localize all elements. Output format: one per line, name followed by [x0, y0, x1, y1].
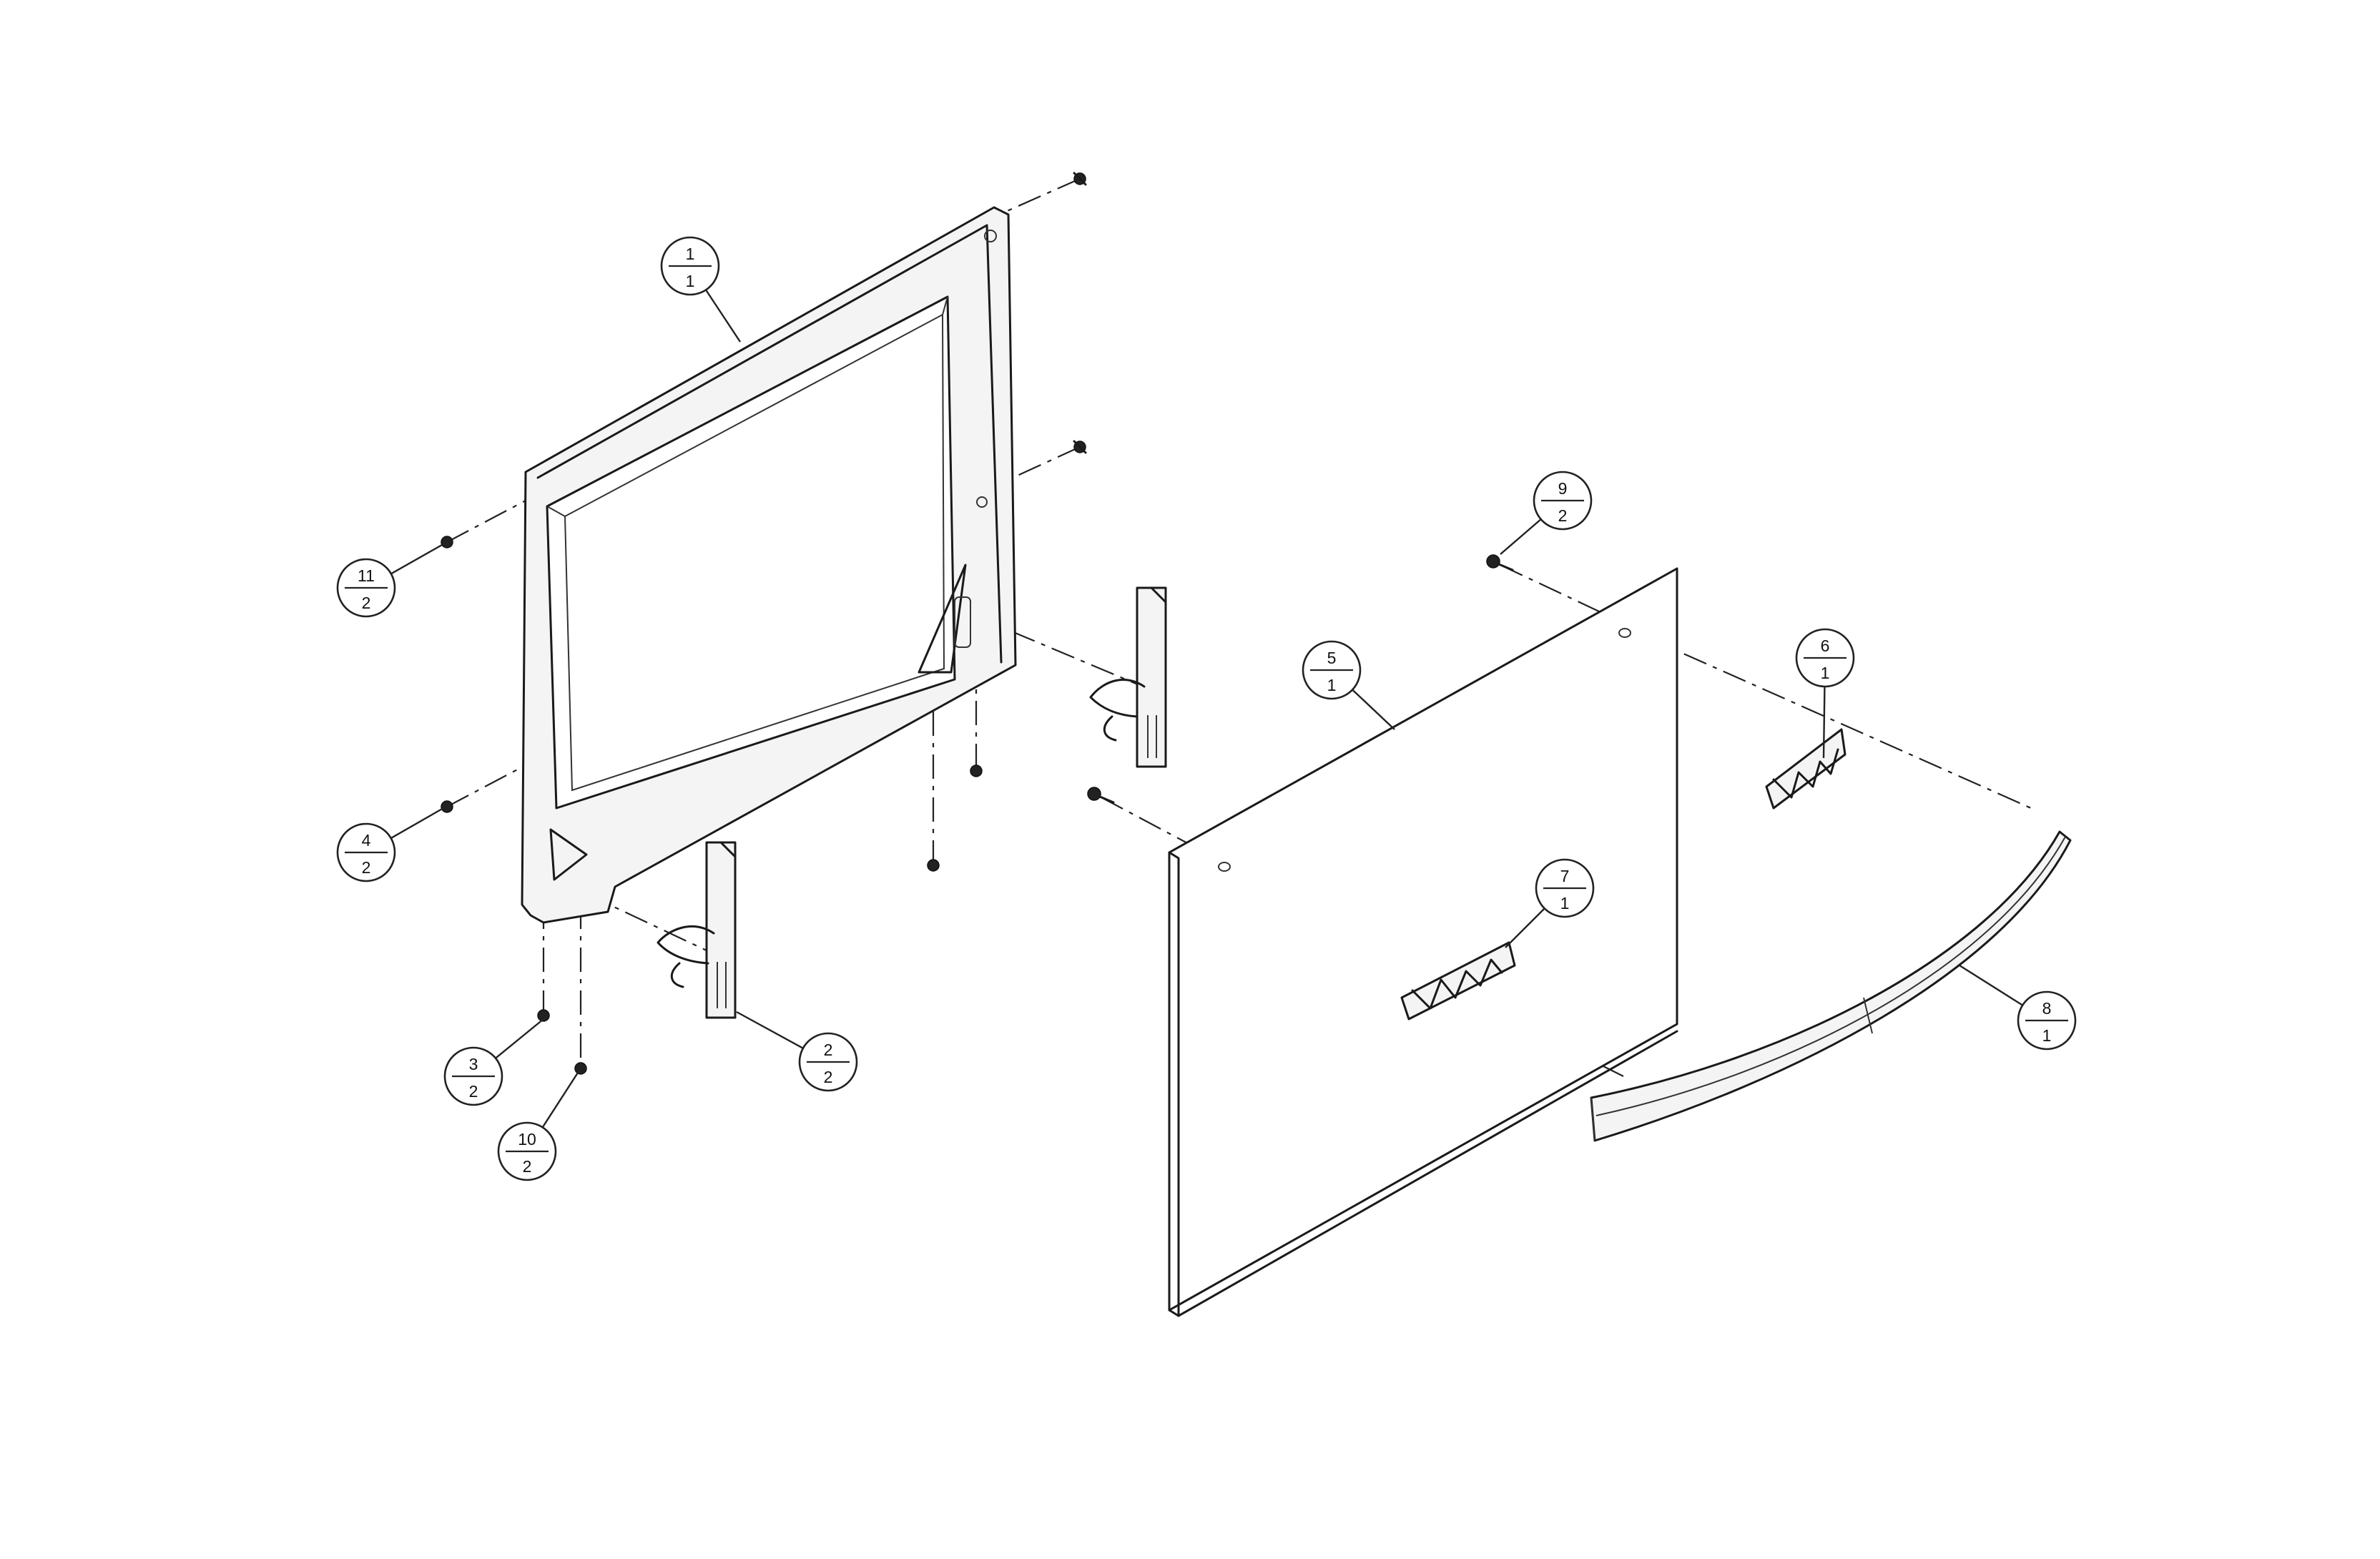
callout-quantity: 2	[523, 1157, 532, 1176]
callout-leader	[705, 289, 742, 343]
screw-glass-left	[1087, 787, 1115, 804]
callout-item-number: 6	[1821, 636, 1830, 655]
callout-quantity: 1	[2042, 1026, 2052, 1045]
callout-item-7: 71	[1505, 858, 1595, 948]
door-handle	[1590, 830, 2072, 1142]
callout-leader	[541, 1072, 579, 1128]
callout-quantity: 1	[1560, 894, 1570, 913]
callout-item-6: 61	[1795, 628, 1855, 759]
callout-quantity: 2	[362, 594, 371, 612]
callout-item-11: 11 2	[336, 544, 443, 618]
callout-item-number: 8	[2042, 999, 2052, 1018]
callout-leader	[1505, 908, 1545, 948]
callout-item-number: 10	[518, 1130, 536, 1149]
screw-item-4	[441, 800, 453, 813]
callout-item-number: 4	[362, 831, 371, 850]
callout-quantity: 1	[686, 272, 695, 290]
callout-leader	[390, 544, 443, 575]
screw-item-10	[574, 1062, 587, 1075]
glass-bracket-upper	[1765, 728, 1847, 810]
fasteners	[441, 172, 1514, 1075]
callout-leader	[736, 1010, 804, 1049]
screw-frame-bottom-b	[927, 859, 940, 872]
callout-leader	[1500, 518, 1542, 555]
callout-quantity: 2	[362, 858, 371, 877]
callout-item-2: 22	[736, 1010, 858, 1092]
hinge-lower	[657, 841, 737, 1019]
callout-item-number: 3	[469, 1055, 478, 1073]
callout-item-number: 2	[824, 1041, 833, 1059]
callout-leader	[1959, 964, 2023, 1006]
hinge-upper	[1089, 586, 1167, 768]
callout-item-10: 102	[497, 1072, 579, 1181]
callout-quantity: 2	[1558, 506, 1568, 525]
callout-quantity: 2	[469, 1082, 478, 1101]
screw-top-right	[1073, 172, 1087, 186]
callout-item-1: 11	[660, 236, 742, 343]
callout-quantity: 2	[824, 1068, 833, 1086]
callout-item-number: 1	[686, 245, 695, 263]
screw-mid-right	[1073, 440, 1087, 454]
callout-item-5: 51	[1302, 640, 1395, 730]
callout-quantity: 1	[1327, 676, 1337, 694]
callout-quantity: 1	[1821, 664, 1830, 682]
door-inner-frame	[521, 206, 1017, 924]
callout-item-4: 42	[336, 807, 444, 882]
callout-item-number: 7	[1560, 867, 1570, 885]
screw-item-11	[441, 536, 453, 549]
callout-item-8: 81	[1959, 964, 2077, 1051]
screw-item-3	[537, 1009, 550, 1022]
glass-bracket-lower	[1400, 941, 1516, 1021]
callout-leader	[390, 807, 444, 840]
callout-item-number: 9	[1558, 479, 1568, 498]
callout-leader	[1352, 689, 1395, 730]
outer-glass-panel	[1168, 567, 1678, 1317]
callout-leader	[495, 1018, 544, 1059]
screw-frame-bottom-a	[970, 764, 983, 777]
callout-item-number: 11	[358, 566, 375, 585]
callout-item-9: 92	[1500, 471, 1593, 555]
callout-item-3: 32	[443, 1018, 544, 1106]
screw-item-9	[1486, 554, 1514, 571]
callout-item-number: 5	[1327, 649, 1337, 667]
